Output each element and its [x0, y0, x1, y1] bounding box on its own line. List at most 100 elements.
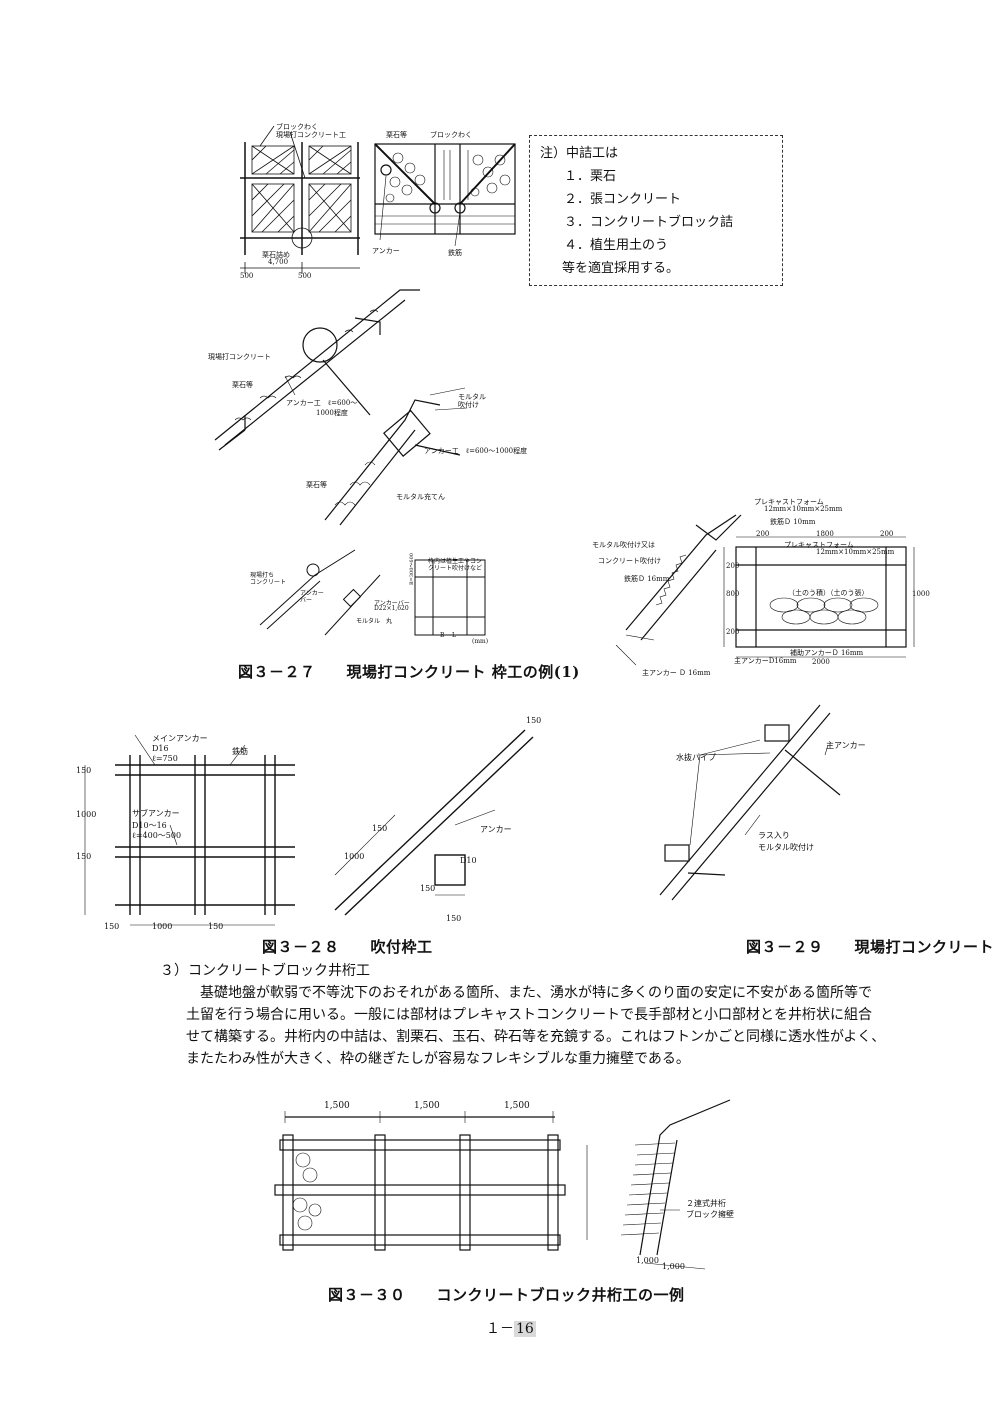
label-sec150a: 150	[420, 884, 436, 893]
label-concrete-spray: コンクリート吹付け	[598, 557, 661, 565]
label-precast-form-2: プレキャストフォーム	[784, 541, 854, 549]
label-frame-inside-2: クリート吹付けなど	[428, 565, 483, 572]
label-dim-500a: 500	[240, 272, 254, 280]
note-item-4: ４．植生用土のう	[564, 238, 669, 253]
label-cobble-fill: 栗石詰め	[262, 251, 290, 259]
label-l400-500: ℓ=400～500	[132, 831, 182, 840]
fig30-drawing	[274, 1099, 731, 1270]
label-anchor-work: アンカー工 ℓ=600～1000程度	[424, 447, 528, 455]
label-l: L	[452, 632, 456, 639]
label-1500b: 1,500	[414, 1101, 440, 1111]
label-sec150b: 150	[446, 914, 462, 923]
label-main-anchor-28: メインアンカー	[152, 734, 208, 743]
label-1000a: 1,000	[636, 1256, 659, 1265]
label-v150a: 150	[76, 766, 92, 775]
section-title: ３）コンクリートブロック井桁工	[160, 963, 370, 979]
label-anchor: アンカー	[372, 247, 400, 255]
label-anchor-28: アンカー	[480, 825, 512, 834]
label-mortar-fill: モルタル充てん	[396, 493, 445, 501]
label-d200a: 200	[756, 530, 770, 538]
label-crib-wall: ２連式井桁	[686, 1199, 726, 1208]
label-v1000: 1000	[76, 810, 97, 819]
label-precast-size: 12mm×10mm×25mm	[764, 505, 843, 513]
label-d10-28: D10	[460, 856, 477, 865]
label-mortar-spray: モルタル	[458, 393, 486, 401]
label-mortar-or: モルタル吹付け又は	[592, 541, 655, 549]
label-mm: (mm)	[472, 638, 489, 645]
fig28-caption: 図３－２８ 吹付枠工	[262, 938, 433, 956]
label-rebar-28: 鉄筋	[232, 747, 248, 756]
label-d2000: 2000	[812, 658, 830, 666]
section-body: 基礎地盤が軟弱で不等沈下のおそれがある箇所、また、湧水が特に多くのり面の安定に不…	[186, 982, 936, 1070]
label-mortar-spray-2: 吹付け	[458, 401, 479, 409]
note-item-2: ２．張コンクリート	[564, 192, 682, 207]
label-d1800: 1800	[816, 530, 834, 538]
fig28-drawing	[84, 729, 534, 926]
note-footer: 等を適宜採用する。	[562, 261, 680, 276]
label-1000b: 1,000	[662, 1262, 685, 1271]
label-anchor-bar-3: アンカーバー	[374, 600, 410, 607]
label-d200b: 200	[880, 530, 894, 538]
body-line-1: 基礎地盤が軟弱で不等沈下のおそれがある箇所、また、湧水が特に多くのり面の安定に不…	[200, 985, 872, 1001]
fig27-note-box: 注）中詰工は １．栗石 ２．張コンクリート ３．コンクリートブロック詰 ４．植生…	[529, 135, 783, 286]
label-d200d: 200	[726, 628, 740, 636]
label-rebar-d16: 鉄筋Ｄ 16mm	[624, 575, 670, 583]
label-cast-3: 現場打ち	[250, 572, 275, 579]
label-h150b: 150	[208, 922, 224, 931]
label-anchor-len-2: 1000程度	[316, 409, 348, 417]
page-number: １－16	[486, 1318, 536, 1338]
body-line-2: 土留を行う場合に用いる。一般には部材はプレキャストコンクリートで長手部材と小口部…	[186, 1007, 872, 1023]
label-block-frame: ブロックわく	[276, 123, 318, 131]
label-frame-inside: 枠内は植生工やコン	[428, 558, 483, 565]
fig27-plan-view	[240, 125, 516, 274]
body-line-4: またたわみ性が大きく、枠の継ぎたしが容易なフレキシブルな重力擁壁である。	[186, 1051, 690, 1067]
label-main-anchor-2: 主アンカー Ｄ 16mm	[642, 669, 711, 677]
label-mortar-small: モルタル 丸	[356, 618, 393, 625]
page-number-prefix: １－	[486, 1321, 514, 1337]
fig27-precast-detail	[615, 514, 915, 666]
label-aux-anchor: 補助アンカーＤ 16mm	[790, 649, 864, 657]
fig30-caption: 図３－３０ コンクリートブロック井桁工の一例	[328, 1286, 685, 1304]
label-cobble-3: 栗石等	[306, 481, 327, 489]
note-item-1: １．栗石	[564, 169, 617, 184]
label-precast-size-2: 12mm×10mm×25mm	[816, 548, 895, 556]
label-main-anchor-29: 主アンカー	[826, 741, 866, 750]
label-1500a: 1,500	[324, 1101, 350, 1111]
label-precast-form: プレキャストフォーム	[754, 498, 824, 506]
label-anchor-len: アンカー工 ℓ=600～	[286, 399, 358, 407]
label-d200c: 200	[726, 562, 740, 570]
label-s1000: 1000	[344, 852, 365, 861]
label-cobble-2: 栗石等	[232, 381, 253, 389]
label-sandbag: （土のう積）（土のう張）	[788, 589, 869, 597]
label-v150b: 150	[76, 852, 92, 861]
page-number-value: 16	[514, 1321, 536, 1337]
label-drain-pipe: 水抜パイプ	[676, 753, 716, 762]
label-mortar-spray-29: モルタル吹付け	[758, 843, 814, 852]
body-line-3: せて構築する。井桁内の中詰は、割栗石、玉石、砕石等を充鏡する。これはフトンかごと…	[186, 1029, 886, 1045]
label-d10-16: D10～16	[132, 821, 167, 830]
label-block-frame-2: ブロックわく	[430, 131, 472, 139]
label-lath: ラス入り	[758, 831, 790, 840]
note-heading: 注）中詰工は	[540, 146, 619, 161]
fig29-caption: 図３－２９ 現場打コンクリート 枠	[746, 938, 992, 956]
label-rebar-d10: 鉄筋Ｄ 10mm	[770, 518, 816, 526]
label-cast-concrete: 現場打コンクリート工	[276, 131, 346, 139]
fig27-caption: 図３－２７ 現場打コンクリート 枠工の例(1)	[238, 663, 580, 681]
label-d16-28: D16	[152, 744, 169, 753]
label-b: B	[440, 632, 445, 639]
label-sub-anchor: サブアンカー	[132, 809, 180, 818]
label-anchor-size: D22×1,620	[374, 605, 409, 612]
label-s150b: 150	[372, 824, 388, 833]
label-dim-4700: 4,700	[268, 258, 289, 266]
label-d800: 800	[726, 590, 740, 598]
label-main-anchor: 主アンカーD16mm	[734, 657, 797, 665]
fig27-small-details	[259, 549, 486, 636]
label-anchor-bar-2: バー	[300, 597, 313, 604]
label-dims-text: B=300～600	[409, 553, 415, 585]
label-s150: 150	[526, 716, 542, 725]
label-cast-concrete-2: 現場打コンクリート	[208, 353, 271, 361]
label-h1000: 1000	[152, 922, 173, 931]
label-rebar: 鉄筋	[448, 249, 462, 257]
label-crib-wall-2: ブロック擁壁	[686, 1210, 734, 1219]
note-item-3: ３．コンクリートブロック詰	[564, 215, 734, 230]
